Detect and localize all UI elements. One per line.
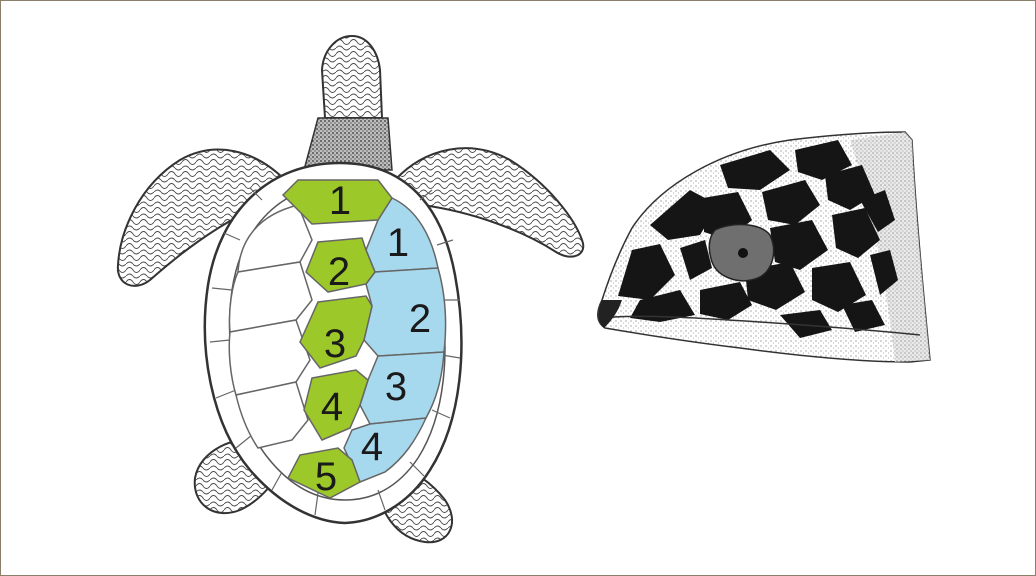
vertebral-label-3: 3 — [324, 322, 346, 366]
turtle-head — [322, 36, 382, 118]
costal-label-4: 4 — [361, 425, 383, 469]
vertebral-label-5: 5 — [315, 455, 337, 499]
costal-label-2: 2 — [409, 297, 431, 341]
vertebral-label-2: 2 — [328, 250, 350, 294]
eye — [738, 248, 748, 258]
vertebral-label-4: 4 — [321, 385, 343, 429]
costal-label-3: 3 — [385, 365, 407, 409]
turtle-top-view: 1 2 3 4 5 1 2 3 4 — [118, 36, 583, 542]
costal-scute-2 — [364, 268, 446, 356]
costal-label-1: 1 — [387, 221, 409, 265]
turtle-head-side-view — [598, 132, 930, 362]
vertebral-label-1: 1 — [329, 179, 351, 223]
